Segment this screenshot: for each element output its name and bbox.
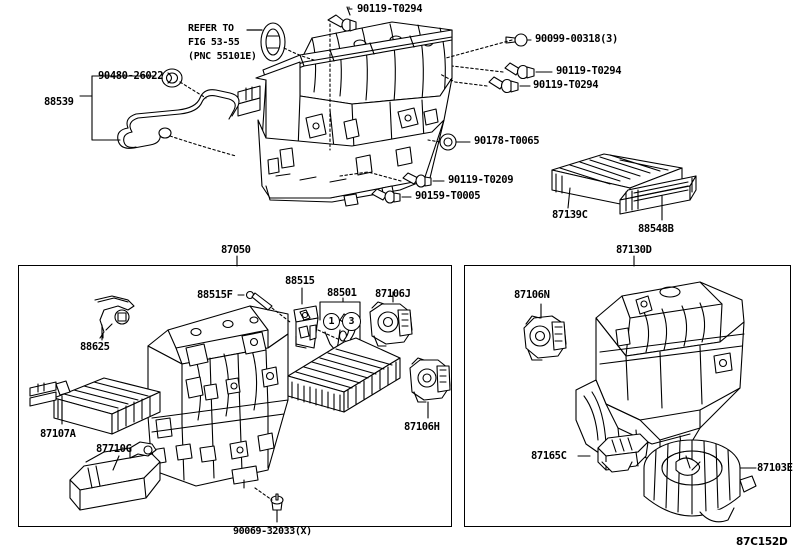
part-label-90159-t0005: 90159-T0005 xyxy=(415,190,481,202)
panel-87130d xyxy=(464,265,791,527)
grommet-55101e xyxy=(260,22,286,62)
part-label-90119-t0294-low: 90119-T0294 xyxy=(533,79,599,91)
part-label-87106n: 87106N xyxy=(514,289,550,301)
panel-87050 xyxy=(18,265,452,527)
screw-90119-t0294-a xyxy=(327,14,357,32)
part-label-90069-32033: 90069-32033(X) xyxy=(233,526,312,537)
refer-to-line2: FIG 53-55 xyxy=(188,37,240,48)
part-label-90480-26022: 90480-26022 xyxy=(98,70,164,82)
part-label-90178-t0065: 90178-T0065 xyxy=(474,135,540,147)
heater-core-87107a xyxy=(29,377,161,435)
part-label-88501: 88501 xyxy=(327,287,357,299)
actuator-87106n xyxy=(523,315,567,361)
callout-number-3: 3 xyxy=(342,312,361,331)
refer-to-note: REFER TO FIG 53-55 (PNC 55101E) xyxy=(188,22,257,64)
valve-88515 xyxy=(293,305,319,349)
screw-90069-32033 xyxy=(270,493,284,511)
part-label-88548b: 88548B xyxy=(638,223,674,235)
part-label-90119-t0294-mid: 90119-T0294 xyxy=(556,65,622,77)
callout-number-1: 1 xyxy=(323,313,340,330)
refer-to-line3: (PNC 55101E) xyxy=(188,51,257,62)
hvac-unit-top xyxy=(237,21,453,207)
resistor-87165c xyxy=(597,433,649,473)
screw-90119-t0294-c xyxy=(488,76,531,94)
part-88625 xyxy=(94,295,135,339)
part-label-87139c: 87139C xyxy=(552,209,588,221)
screw-90159-t0005 xyxy=(371,188,412,204)
screw-90099-00318 xyxy=(505,33,532,47)
part-label-87710g: 87710G xyxy=(96,443,132,455)
nut-90178-t0065 xyxy=(439,133,471,151)
part-label-87165c: 87165C xyxy=(531,450,567,462)
screw-90119-t0209 xyxy=(402,172,445,188)
blower-motor-87103e xyxy=(643,439,757,523)
panel-87130d-title: 87130D xyxy=(616,244,652,256)
diagram-footer-code: 87C152D xyxy=(736,536,788,548)
screw-90119-t0294-b xyxy=(504,62,553,80)
part-label-87103e: 87103E xyxy=(757,462,793,474)
part-87710g xyxy=(69,441,161,511)
part-label-88515f: 88515F xyxy=(197,289,233,301)
hose-88539 xyxy=(117,89,240,157)
hvac-case-87050 xyxy=(147,305,289,489)
part-label-87106j: 87106J xyxy=(375,288,411,300)
part-label-90119-t0294-top: 90119-T0294 xyxy=(357,3,423,15)
actuator-87106j xyxy=(369,301,413,347)
part-label-88539: 88539 xyxy=(44,96,74,108)
clamp-90480 xyxy=(161,68,207,99)
part-label-87107a: 87107A xyxy=(40,428,76,440)
part-label-87106h: 87106H xyxy=(404,421,440,433)
part-label-88515: 88515 xyxy=(285,275,315,287)
part-label-90119-t0209: 90119-T0209 xyxy=(448,174,514,186)
filter-88548b xyxy=(619,175,697,215)
panel-87050-title: 87050 xyxy=(221,244,251,256)
pin-88515f xyxy=(245,290,273,311)
refer-to-line1: REFER TO xyxy=(188,23,234,34)
part-label-90099-00318: 90099-00318(3) xyxy=(535,33,618,45)
actuator-87106h xyxy=(409,357,451,403)
part-label-88625: 88625 xyxy=(80,341,110,353)
